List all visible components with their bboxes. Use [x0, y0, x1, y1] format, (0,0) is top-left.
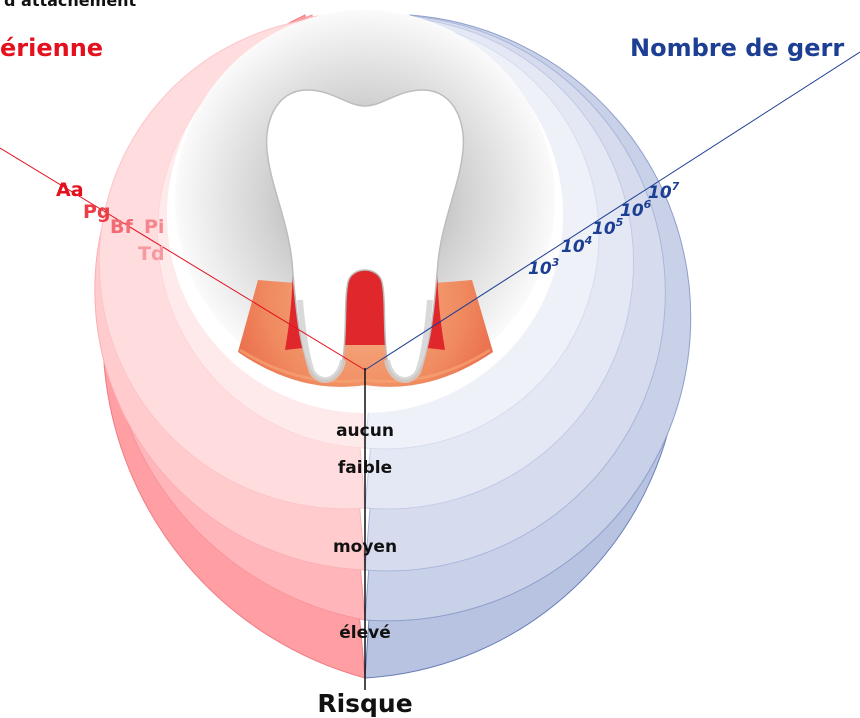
risk-level-faible: faible: [338, 458, 392, 478]
bacteria-label-aa: Aa: [56, 179, 84, 201]
bacteria-heading: érienne: [0, 34, 103, 62]
germs-heading: Nombre de gerr: [630, 34, 844, 62]
attachment-heading: d attachement: [4, 0, 137, 10]
risk-level-eleve: élevé: [339, 623, 391, 643]
risk-heading: Risque: [317, 689, 412, 718]
bacteria-label-bf: Bf: [110, 216, 133, 238]
bacteria-label-td: Td: [138, 243, 165, 265]
risk-level-moyen: moyen: [333, 537, 397, 557]
risk-level-aucun: aucun: [336, 421, 394, 441]
bacteria-label-pi: Pi: [144, 216, 164, 238]
germ-label-10-7: 107: [648, 180, 680, 203]
bacteria-label-pg: Pg: [83, 201, 111, 223]
